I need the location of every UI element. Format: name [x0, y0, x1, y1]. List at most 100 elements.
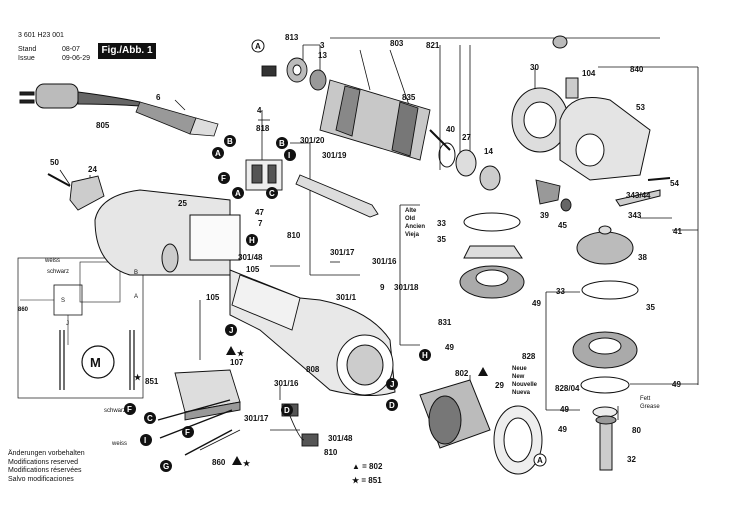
marker-label: I — [288, 151, 290, 160]
part-label: 343 — [628, 211, 642, 220]
marker-label: A — [215, 149, 221, 158]
part-label: 30 — [530, 63, 539, 72]
part-label: 802 — [455, 369, 469, 378]
mark-symbols: ★ ★ ★ — [134, 346, 488, 468]
svg-text:★: ★ — [134, 373, 142, 382]
cable-sleeve — [135, 101, 219, 137]
part-label: 29 — [495, 381, 504, 390]
old-bearing-flange — [459, 212, 525, 299]
svg-text:Ancien: Ancien — [405, 224, 425, 230]
part-number: 3 601 H23 001 — [18, 32, 64, 39]
marker-label: J — [390, 380, 394, 389]
marker-label: A — [537, 456, 543, 465]
part-label: 813 — [285, 33, 299, 42]
part-label: 831 — [438, 318, 452, 327]
svg-text:S: S — [61, 298, 65, 304]
part-label: 7 — [258, 219, 263, 228]
svg-text:weiss: weiss — [111, 441, 127, 447]
part-label: 301/16 — [274, 379, 299, 388]
bearing-rings — [438, 142, 501, 191]
armature — [319, 79, 451, 161]
part-label: 40 — [446, 125, 455, 134]
svg-text:★: ★ — [237, 349, 245, 358]
switch-rod — [295, 174, 379, 218]
cable-clamp-plate — [47, 173, 105, 211]
part-label: 33 — [556, 287, 565, 296]
marker-label: C — [269, 189, 275, 198]
part-label: 24 — [88, 165, 97, 174]
part-label: 860 — [212, 458, 226, 467]
grease-labels: Fett Grease — [640, 396, 660, 410]
part-label: 808 — [306, 365, 320, 374]
part-label: 9 — [380, 283, 385, 292]
svg-text:A: A — [134, 294, 138, 300]
part-label: 50 — [50, 158, 59, 167]
marker-label: G — [163, 462, 169, 471]
air-guide-ring — [493, 405, 543, 475]
part-label: 27 — [462, 133, 471, 142]
part-label: 38 — [638, 253, 647, 262]
stand-value: 08-07 — [62, 46, 80, 53]
marker-label: H — [249, 236, 255, 245]
ball-bearing — [261, 57, 327, 91]
part-label: 80 — [632, 426, 641, 435]
marker-label: J — [229, 326, 233, 335]
legend-802: ▲ = 802 — [352, 462, 383, 471]
old-flange-labels: Alte Old Ancien Vieja — [405, 208, 425, 238]
part-label: 53 — [636, 103, 645, 112]
marker-label: A — [255, 42, 261, 51]
part-label: 821 — [426, 41, 440, 50]
part-label: 828/04 — [555, 384, 580, 393]
part-label: 301/48 — [328, 434, 353, 443]
part-label: 49 — [445, 343, 454, 352]
part-label: 301/16 — [372, 257, 397, 266]
svg-text:★: ★ — [243, 459, 251, 468]
part-label: 860 — [18, 307, 29, 313]
marker-label: F — [127, 405, 132, 414]
marker-label: I — [144, 436, 146, 445]
part-label: 32 — [627, 455, 636, 464]
svg-text:Nouvelle: Nouvelle — [512, 382, 538, 388]
part-label: 301/17 — [330, 248, 355, 257]
marker-label: C — [147, 414, 153, 423]
part-label: 810 — [324, 448, 338, 457]
marker-label: F — [185, 428, 190, 437]
svg-text:weiss: weiss — [44, 258, 60, 264]
part-label: 840 — [630, 65, 644, 74]
part-label: 35 — [437, 235, 446, 244]
part-label: 301/20 — [300, 136, 325, 145]
figure-label: Fig./Abb. 1 — [98, 43, 156, 59]
switch-unit — [245, 159, 283, 191]
marker-label: H — [422, 351, 428, 360]
marker-label: B — [279, 139, 285, 148]
part-label: 301/48 — [238, 253, 263, 262]
part-label: 301/1 — [336, 293, 357, 302]
marker-label: A — [235, 189, 241, 198]
handle-housing — [94, 189, 241, 276]
legend-851: ★ = 851 — [352, 476, 382, 485]
svg-text:schwarz: schwarz — [47, 269, 69, 275]
svg-text:schwarz: schwarz — [104, 408, 126, 414]
reference-markers: A A B B I F A C H J F C I F G D H J D A — [124, 39, 547, 472]
part-label: 301/18 — [394, 283, 419, 292]
part-label: 14 — [484, 147, 493, 156]
svg-text:Vieja: Vieja — [405, 232, 420, 238]
part-label: 49 — [672, 380, 681, 389]
part-label: 105 — [246, 265, 260, 274]
part-label: 49 — [532, 299, 541, 308]
svg-text:M: M — [90, 355, 101, 370]
part-label: 803 — [390, 39, 404, 48]
part-label: 301/19 — [322, 151, 347, 160]
marker-label: D — [284, 406, 290, 415]
field-coil — [419, 379, 491, 449]
part-label: 4 — [257, 106, 262, 115]
part-label: 104 — [582, 69, 596, 78]
svg-text:Nueva: Nueva — [512, 390, 531, 396]
svg-text:Old: Old — [405, 216, 415, 222]
wiring-schematic — [17, 257, 144, 399]
spindle-lock — [615, 177, 671, 207]
part-label: 39 — [540, 211, 549, 220]
part-label: 41 — [673, 227, 682, 236]
svg-text:Fett: Fett — [640, 396, 651, 402]
